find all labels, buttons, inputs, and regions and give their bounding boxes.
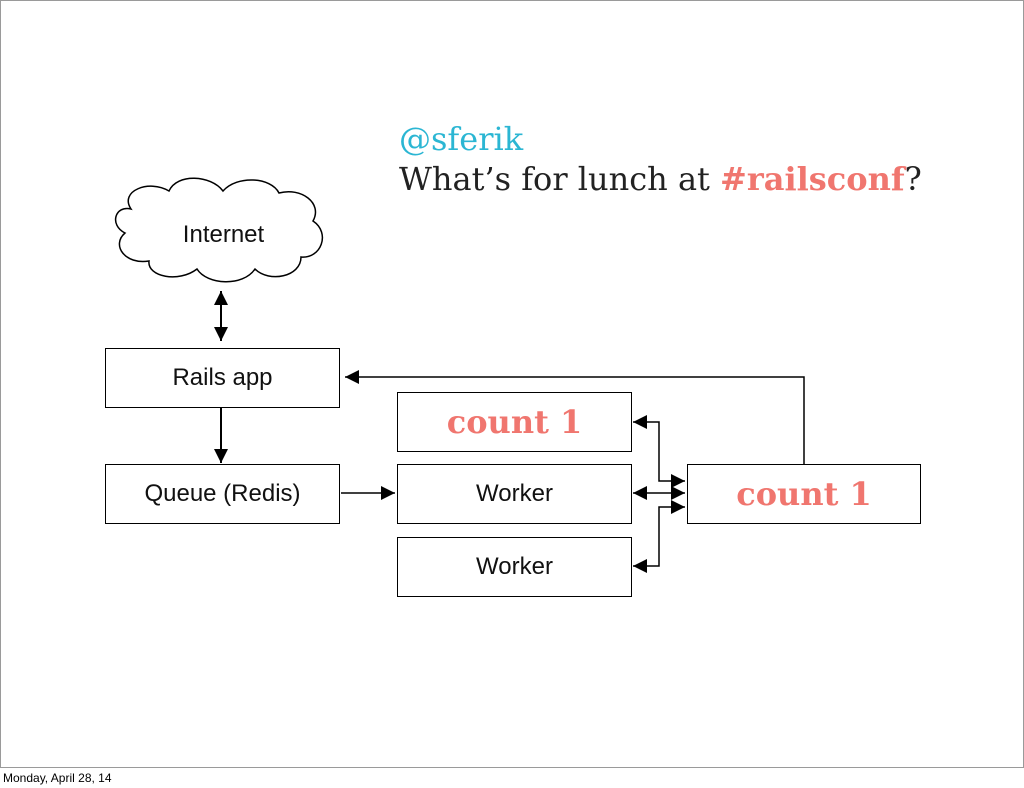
hashtag: #railsconf (720, 160, 905, 198)
worker-box-2: Worker (397, 537, 632, 597)
count-box: count 1 (397, 392, 632, 452)
question-suffix: ? (904, 160, 922, 198)
tweet-question: What’s for lunch at #railsconf? (399, 159, 922, 199)
count-box-label: count 1 (446, 403, 583, 441)
question-prefix: What’s for lunch at (399, 160, 721, 198)
arrow-worker2-store (633, 500, 685, 573)
worker-2-label: Worker (476, 553, 553, 580)
slide: @sferik What’s for lunch at #railsconf? (0, 0, 1024, 768)
rails-app-label: Rails app (172, 364, 273, 391)
arrow-store-rails (345, 370, 805, 465)
worker-box-1: Worker (397, 464, 632, 524)
worker-1-label: Worker (476, 480, 553, 507)
diagram-connectors (114, 177, 805, 573)
tweet: @sferik What’s for lunch at #railsconf? (399, 119, 922, 199)
rails-app-box: Rails app (105, 348, 340, 408)
store-box: count 1 (687, 464, 921, 524)
cloud-shape (114, 177, 324, 283)
queue-box: Queue (Redis) (105, 464, 340, 524)
queue-label: Queue (Redis) (144, 480, 301, 507)
internet-label: Internet (182, 221, 265, 248)
arrow-count-store (633, 415, 685, 488)
store-label: count 1 (736, 475, 872, 513)
twitter-handle: @sferik (399, 120, 524, 158)
footer-date: Monday, April 28, 14 (3, 771, 112, 785)
